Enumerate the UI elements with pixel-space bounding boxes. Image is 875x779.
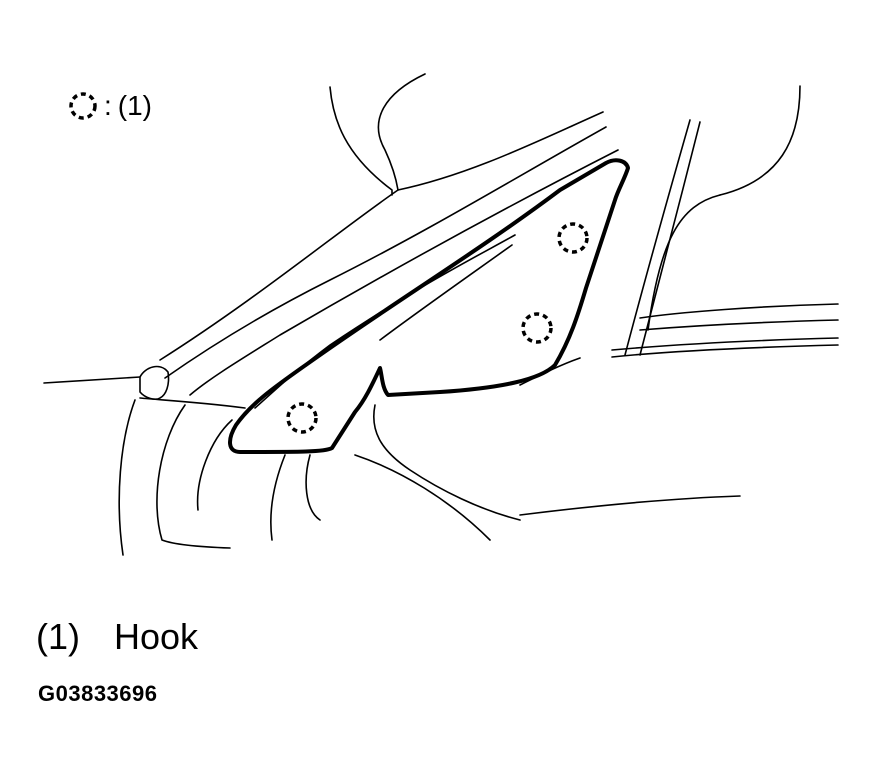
legend-separator: :: [104, 90, 112, 121]
window-frame-1: [624, 119, 691, 356]
roof-edge: [377, 73, 426, 191]
door-lower-3: [196, 419, 233, 511]
hook-marker-lower: [286, 402, 318, 434]
beltline-1: [639, 303, 839, 319]
trim-inner-groove-2: [379, 244, 513, 341]
interior-sweep-4: [519, 357, 581, 386]
interior-sweep-3: [519, 495, 741, 516]
legend-ref: (1): [117, 90, 153, 121]
callout-1: (1) Hook: [36, 616, 198, 658]
dashed-circle-icon: [69, 92, 97, 120]
door-lower-2: [156, 404, 231, 549]
background-linework: [43, 73, 839, 556]
door-knuckle: [139, 365, 170, 400]
legend: : (1): [68, 86, 152, 126]
pillar-upper-edge: [159, 111, 604, 361]
pillar-inner-edge: [189, 149, 619, 396]
window-frame-3: [719, 85, 801, 196]
callout-ref: (1): [36, 616, 80, 657]
pillar-lower-edge: [164, 126, 607, 379]
interior-sweep-2: [354, 454, 491, 541]
hook-marker-upper: [557, 222, 589, 254]
door-lower-5: [305, 454, 321, 521]
trim-panel-outline: [228, 158, 630, 454]
window-frame-4: [647, 194, 721, 331]
trim-inner-groove: [254, 234, 516, 409]
hooks: [286, 222, 589, 434]
interior-sweep-1: [373, 404, 521, 521]
door-lower-4: [270, 454, 286, 541]
figure-id: G03833696: [38, 681, 158, 706]
beltline-2: [639, 319, 839, 331]
hook-marker-middle: [521, 312, 553, 344]
roof-line: [329, 86, 393, 196]
door-sill: [139, 397, 246, 409]
callout-text: Hook: [114, 616, 199, 657]
door-top-left: [43, 376, 141, 384]
beltline-3: [611, 337, 839, 351]
door-lower-1: [118, 399, 136, 556]
beltline-4: [611, 344, 839, 358]
